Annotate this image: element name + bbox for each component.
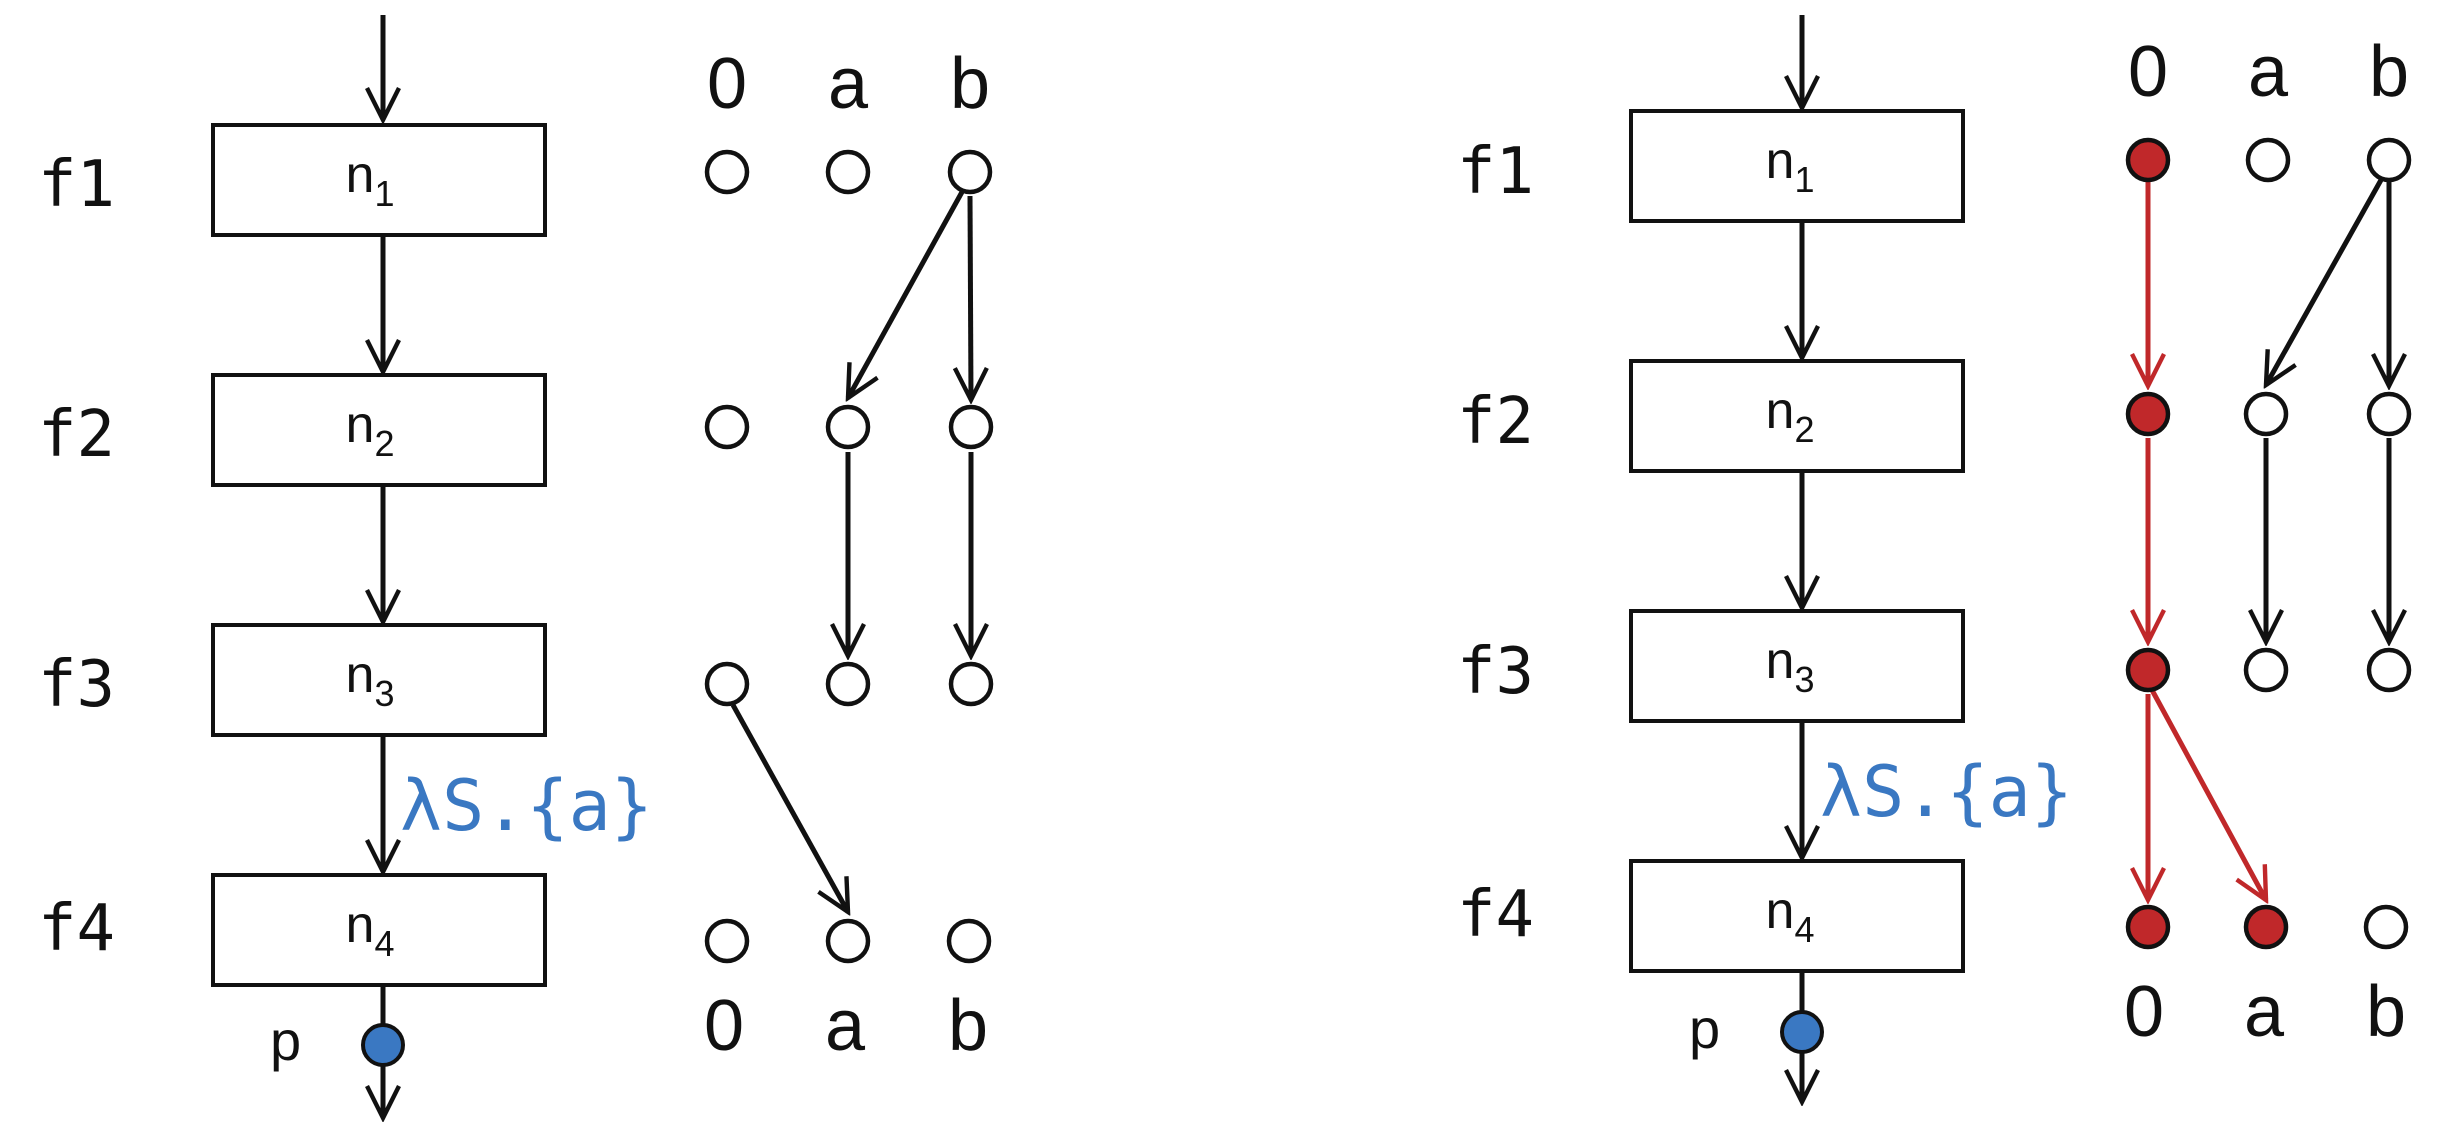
right-fact-f4-b [2363, 904, 2409, 950]
right-panel: n1 n2 n3 n4 f1 f2 f3 f4 λS.{a} p 0 a b 0… [1457, 15, 2412, 1102]
left-label-f3: f3 [38, 648, 115, 722]
left-point-p-marker [361, 1023, 405, 1067]
node-label: n [346, 896, 375, 954]
node-label: n [1766, 632, 1795, 690]
node-subscript: 2 [1794, 409, 1814, 450]
node-subscript: 1 [1794, 159, 1814, 200]
right-node-n1: n1 [1629, 109, 1965, 223]
left-label-f2: f2 [38, 398, 115, 472]
left-fact-f4-a [825, 918, 871, 964]
right-fact-edges [2266, 178, 2389, 642]
left-node-n1: n1 [211, 123, 547, 237]
right-fact-f1-0 [2125, 137, 2171, 183]
right-fact-f1-b [2366, 137, 2412, 183]
svg-text:n4: n4 [346, 896, 395, 964]
svg-text:n2: n2 [346, 396, 395, 464]
right-label-f4: f4 [1457, 878, 1534, 952]
left-node-n2: n2 [211, 373, 547, 487]
right-col-header-0: 0 [2128, 32, 2168, 112]
right-fact-f1-a [2245, 137, 2291, 183]
left-fact-f1-a [825, 149, 871, 195]
right-node-n4: n4 [1629, 859, 1965, 973]
node-label: n [346, 396, 375, 454]
svg-text:n2: n2 [1766, 382, 1815, 450]
left-col-footer-0: 0 [704, 986, 744, 1066]
node-subscript: 3 [374, 673, 394, 714]
right-fact-f2-a [2243, 391, 2289, 437]
right-node-n3: n3 [1629, 609, 1965, 723]
right-reachable-edges [2148, 182, 2266, 900]
right-col-footer-b: b [2366, 972, 2406, 1052]
right-fact-f3-a [2243, 647, 2289, 693]
svg-text:n4: n4 [1766, 882, 1815, 950]
left-fact-f2-0 [704, 404, 750, 450]
node-label: n [346, 146, 375, 204]
right-col-header-b: b [2369, 32, 2409, 112]
node-subscript: 4 [374, 923, 394, 964]
right-label-f1: f1 [1457, 135, 1534, 209]
left-node-n4: n4 [211, 873, 547, 987]
svg-text:n3: n3 [1766, 632, 1815, 700]
node-label: n [346, 646, 375, 704]
left-fact-f3-0 [704, 661, 750, 707]
right-label-f2: f2 [1457, 385, 1534, 459]
right-point-p-label: p [1689, 997, 1720, 1060]
left-fact-edge-f1b-f2b [970, 195, 971, 400]
left-fact-f4-b [946, 918, 992, 964]
node-label: n [1766, 882, 1795, 940]
left-point-p-label: p [270, 1009, 301, 1072]
left-fact-edges [730, 190, 971, 912]
left-col-header-0: 0 [707, 44, 747, 124]
left-col-footer-b: b [948, 986, 988, 1066]
right-fact-edge-f1b-f2a [2266, 178, 2384, 385]
node-subscript: 2 [374, 423, 394, 464]
left-fact-edge-f1b-f2a [848, 190, 965, 398]
left-label-f4: f4 [38, 892, 115, 966]
node-subscript: 3 [1794, 659, 1814, 700]
svg-text:n1: n1 [1766, 132, 1815, 200]
left-fact-f2-b [948, 404, 994, 450]
right-label-f3: f3 [1457, 635, 1534, 709]
left-panel: n1 n2 n3 n4 f1 f2 f3 f4 λS.{a} p 0 a b 0… [38, 15, 994, 1118]
left-node-n3: n3 [211, 623, 547, 737]
left-col-footer-a: a [825, 986, 866, 1066]
right-fact-nodes [2125, 137, 2412, 950]
right-fact-f2-0 [2125, 391, 2171, 437]
left-fact-nodes [704, 149, 994, 964]
left-col-header-b: b [950, 44, 990, 124]
node-subscript: 1 [374, 173, 394, 214]
right-fact-f2-b [2366, 391, 2412, 437]
node-label: n [1766, 382, 1795, 440]
left-flow-function-label: λS.{a} [400, 765, 653, 847]
left-fact-f2-a [825, 404, 871, 450]
svg-text:n3: n3 [346, 646, 395, 714]
node-label: n [1766, 132, 1795, 190]
right-fact-f4-0 [2125, 904, 2171, 950]
right-reach-edge-f30-f4a [2149, 688, 2266, 900]
right-col-header-a: a [2248, 32, 2289, 112]
right-col-footer-a: a [2244, 972, 2285, 1052]
right-fact-f4-a [2243, 904, 2289, 950]
left-col-header-a: a [828, 44, 869, 124]
right-point-p-marker [1780, 1010, 1824, 1054]
node-subscript: 4 [1794, 909, 1814, 950]
right-fact-f3-b [2366, 647, 2412, 693]
left-fact-f1-b [947, 149, 993, 195]
svg-text:n1: n1 [346, 146, 395, 214]
left-fact-edge-f30-f4a [730, 703, 848, 912]
right-node-n2: n2 [1629, 359, 1965, 473]
right-col-footer-0: 0 [2124, 972, 2164, 1052]
left-fact-f4-0 [704, 918, 750, 964]
right-flow-function-label: λS.{a} [1820, 751, 2073, 833]
left-fact-f3-a [825, 661, 871, 707]
left-label-f1: f1 [38, 148, 115, 222]
left-fact-f1-0 [704, 149, 750, 195]
left-fact-f3-b [948, 661, 994, 707]
right-fact-f3-0 [2125, 647, 2171, 693]
